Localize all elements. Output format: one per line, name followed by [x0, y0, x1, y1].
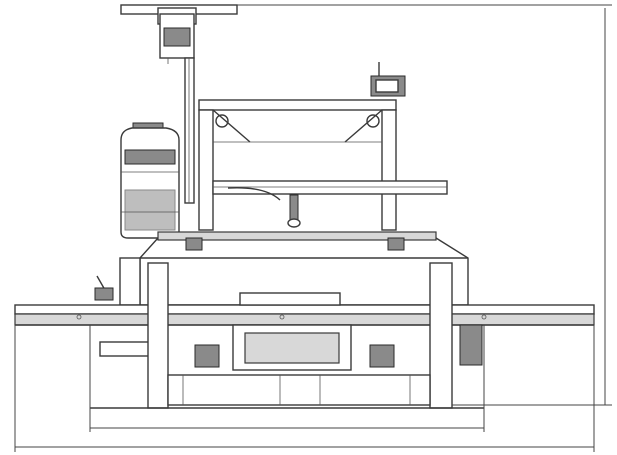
lever [94, 275, 114, 301]
control-panel [120, 4, 238, 64]
mast [184, 57, 195, 204]
saw-head-frame [198, 99, 397, 231]
water-tank [120, 122, 180, 239]
motor-block [99, 292, 483, 371]
carriage-housing [119, 231, 469, 306]
guide-arm [212, 180, 448, 228]
main-rail [14, 304, 595, 326]
dimension-lines [14, 4, 612, 452]
support-posts [147, 262, 453, 409]
top-handle [370, 62, 406, 97]
base-frame [90, 374, 484, 409]
